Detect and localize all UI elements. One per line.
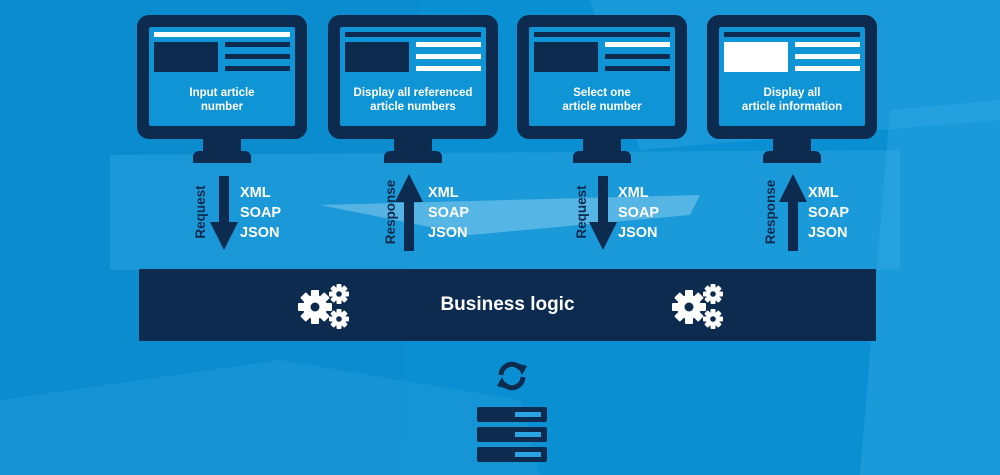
arrow-up-icon <box>779 174 807 251</box>
screen-label-line1: Display all referenced <box>353 87 473 99</box>
screen-line-selected <box>605 42 670 47</box>
direction-label: Request <box>574 185 589 239</box>
screen-line <box>795 54 860 59</box>
format-xml: XML <box>428 185 459 201</box>
monitor-icon: Display all referenced article numbers <box>328 15 498 139</box>
screen-label-line2: article number <box>562 101 642 113</box>
screen-block <box>345 42 409 72</box>
format-json: JSON <box>618 225 658 241</box>
screen-label-line1: Select one <box>573 87 631 99</box>
monitor-screen: Select one article number <box>529 27 675 126</box>
monitor-base <box>763 151 821 163</box>
monitor-neck <box>773 139 811 153</box>
sync-icon <box>497 361 527 391</box>
monitor-neck <box>203 139 241 153</box>
format-list: XML SOAP JSON <box>618 183 678 243</box>
monitor-neck <box>583 139 621 153</box>
screen-line <box>416 66 481 71</box>
direction-label: Request <box>193 185 208 239</box>
screen-block <box>534 42 598 72</box>
format-soap: SOAP <box>808 205 850 221</box>
format-xml: XML <box>618 185 649 201</box>
monitor-base <box>384 151 442 163</box>
arrow-down-icon <box>589 176 617 250</box>
screen-topbar <box>154 32 290 37</box>
screen-label: Select one article number <box>529 86 675 114</box>
monitor-display-information: Display all article information <box>707 15 877 163</box>
monitor-input-article: Input article number <box>137 15 307 163</box>
format-soap: SOAP <box>240 205 282 221</box>
monitor-neck <box>394 139 432 153</box>
screen-line <box>605 54 670 59</box>
monitor-screen: Display all referenced article numbers <box>340 27 486 126</box>
monitor-screen: Input article number <box>149 27 295 126</box>
screen-label-line2: article information <box>741 101 843 113</box>
screen-label-line1: Input article <box>189 87 255 99</box>
format-soap: SOAP <box>618 205 660 221</box>
screen-block <box>154 42 218 72</box>
screen-line <box>225 54 290 59</box>
monitor-screen: Display all article information <box>719 27 865 126</box>
monitor-icon: Input article number <box>137 15 307 139</box>
server-icon <box>477 407 547 462</box>
monitor-base <box>193 151 251 163</box>
format-json: JSON <box>240 225 280 241</box>
gears-icon <box>672 284 723 329</box>
screen-line <box>416 42 481 47</box>
screen-line <box>795 66 860 71</box>
monitor-base <box>573 151 631 163</box>
screen-line <box>795 42 860 47</box>
direction-label: Response <box>383 179 398 245</box>
screen-label: Display all referenced article numbers <box>340 86 486 114</box>
format-xml: XML <box>808 185 839 201</box>
screen-topbar <box>345 32 481 37</box>
monitor-icon: Display all article information <box>707 15 877 139</box>
gears-icon <box>298 284 349 329</box>
format-list: XML SOAP JSON <box>240 183 300 243</box>
screen-line <box>416 54 481 59</box>
screen-label-line2: article numbers <box>370 101 456 113</box>
monitor-select-article: Select one article number <box>517 15 687 163</box>
format-list: XML SOAP JSON <box>808 183 868 243</box>
screen-label: Input article number <box>149 86 295 114</box>
arrow-up-icon <box>395 174 423 251</box>
screen-line <box>225 66 290 71</box>
business-logic-label: Business logic <box>440 294 575 315</box>
screen-topbar <box>534 32 670 37</box>
screen-line <box>225 42 290 47</box>
business-logic-bar: Business logic <box>139 269 876 341</box>
screen-label-line2: number <box>200 101 244 113</box>
monitor-icon: Select one article number <box>517 15 687 139</box>
monitor-display-referenced: Display all referenced article numbers <box>328 15 498 163</box>
format-json: JSON <box>428 225 468 241</box>
format-list: XML SOAP JSON <box>428 183 488 243</box>
format-xml: XML <box>240 185 271 201</box>
screen-block <box>724 42 788 72</box>
format-json: JSON <box>808 225 848 241</box>
screen-topbar <box>724 32 860 37</box>
direction-label: Response <box>763 179 778 245</box>
format-soap: SOAP <box>428 205 470 221</box>
arrow-down-icon <box>210 176 238 250</box>
screen-label-line1: Display all <box>763 87 821 99</box>
screen-label: Display all article information <box>719 86 865 114</box>
screen-line <box>605 66 670 71</box>
